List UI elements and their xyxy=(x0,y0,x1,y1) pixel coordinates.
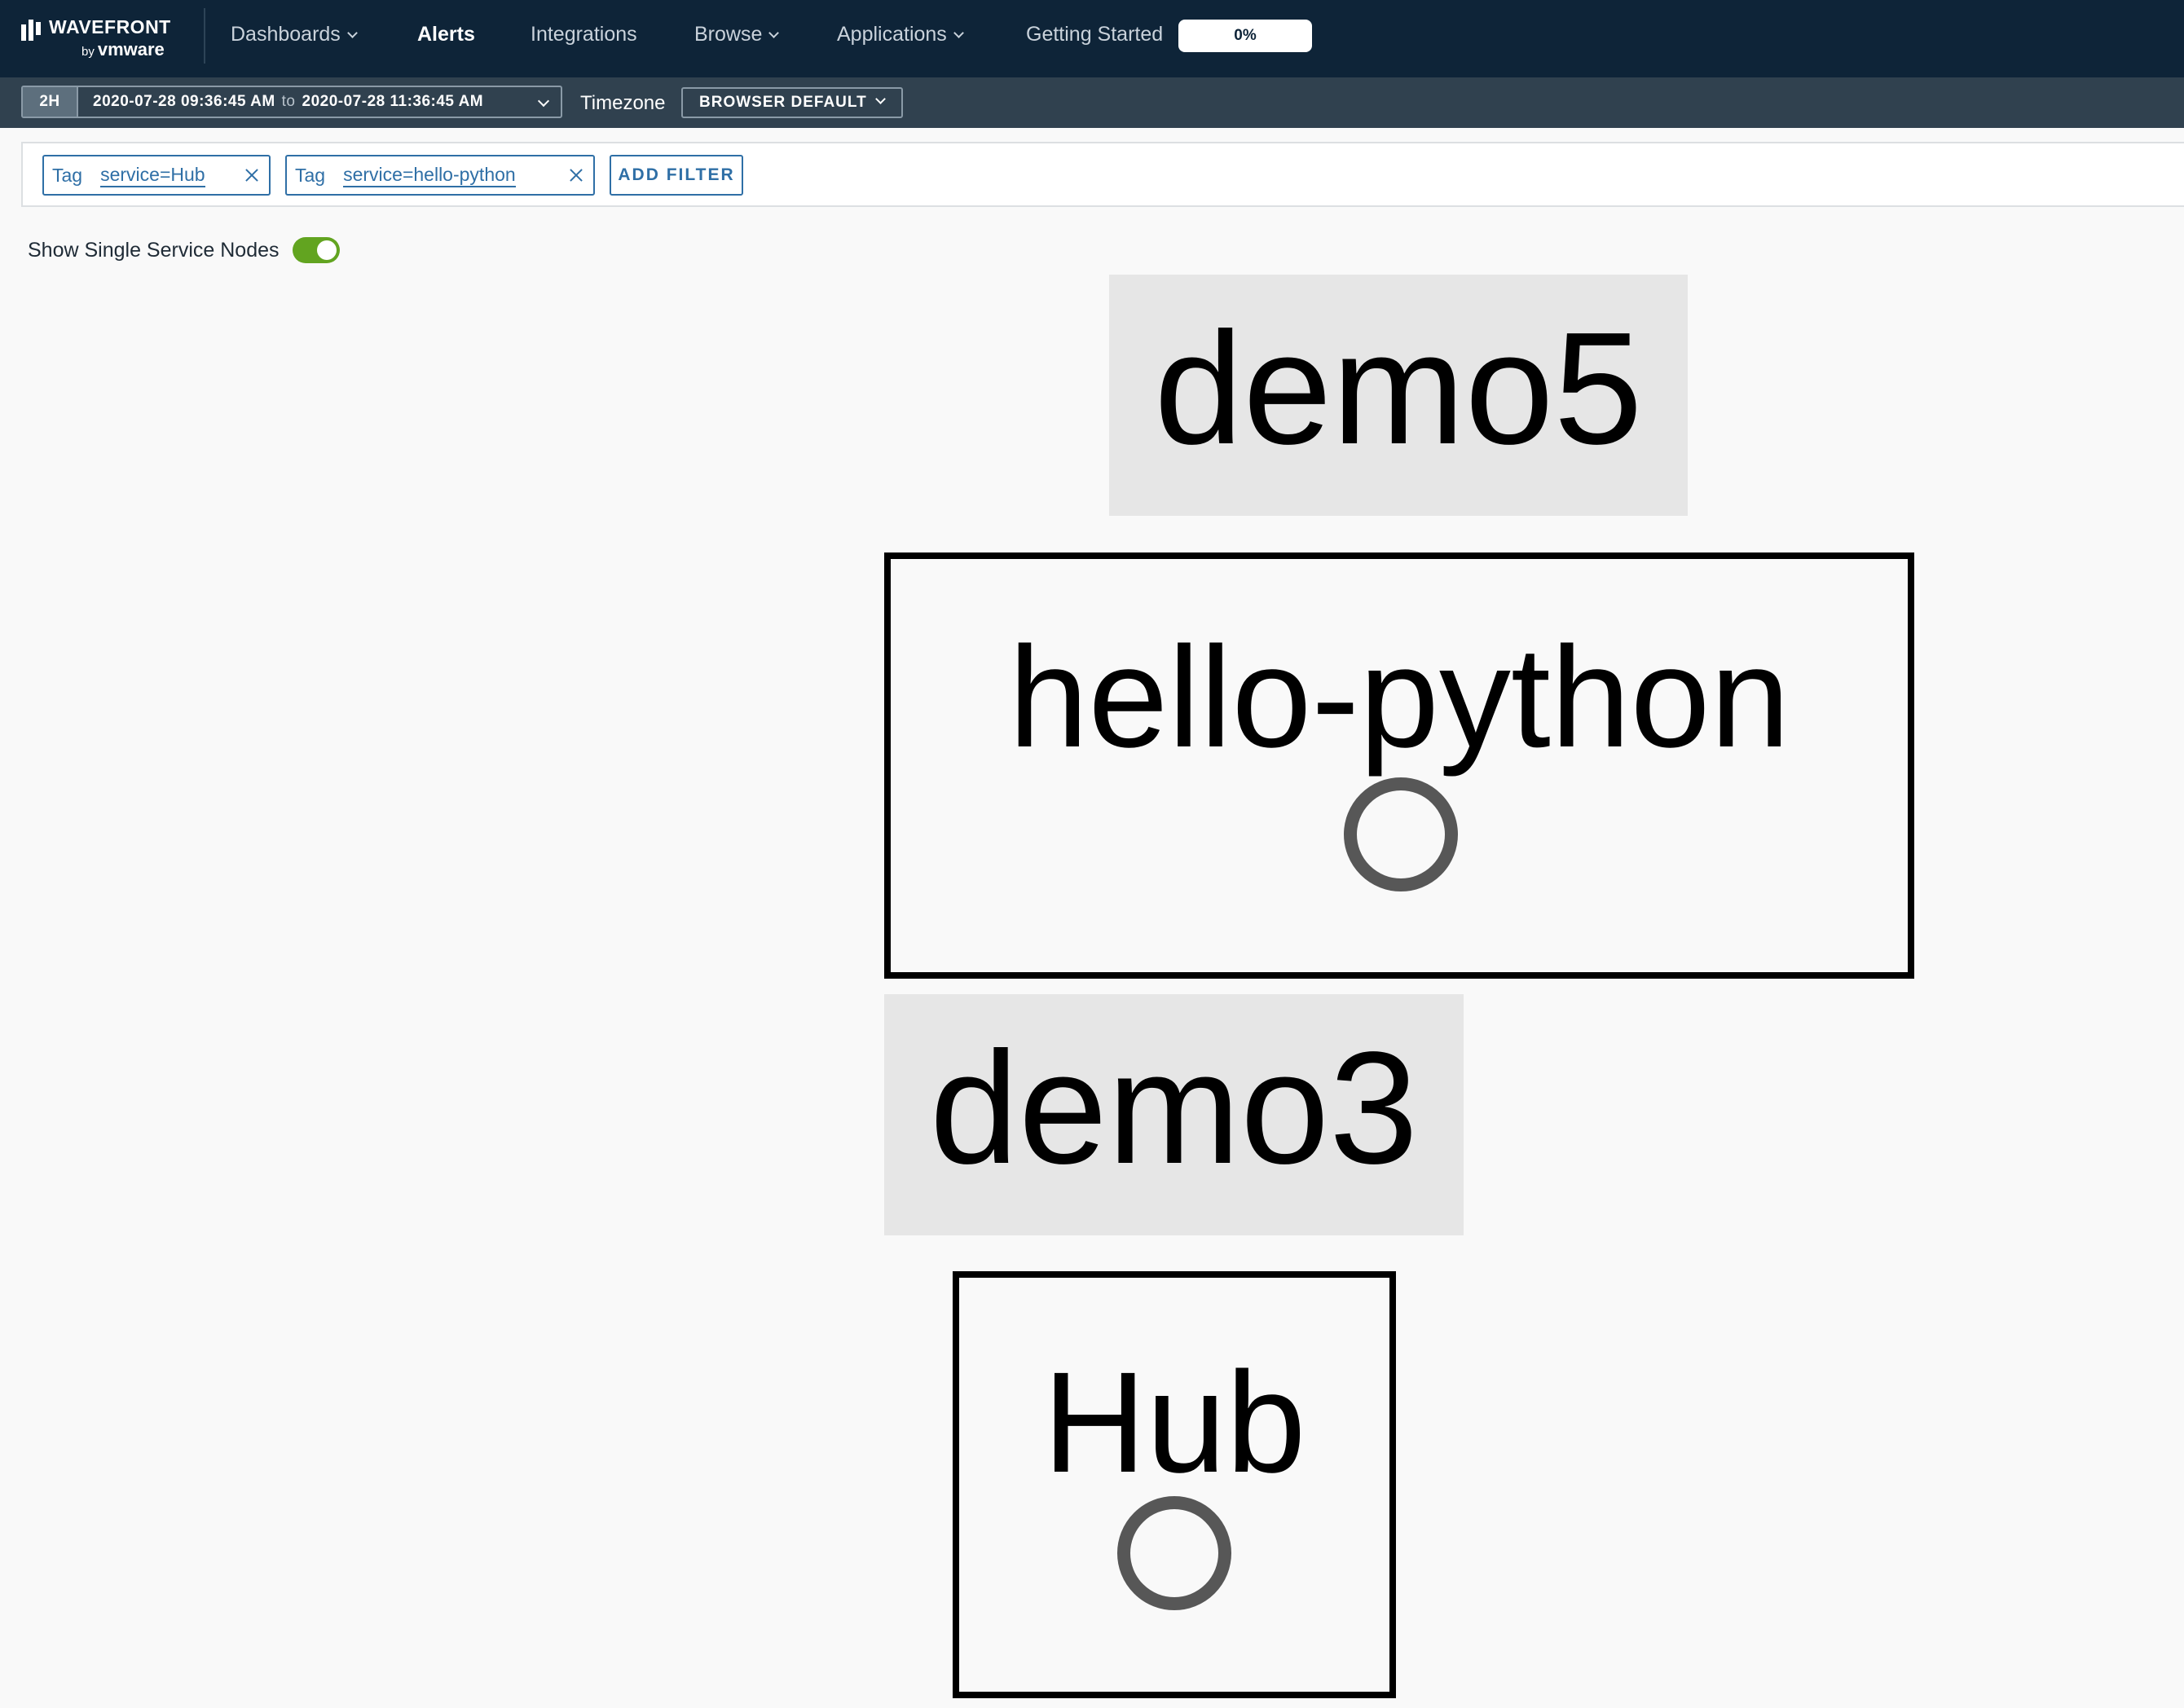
chevron-down-icon xyxy=(537,95,550,108)
single-service-toggle[interactable] xyxy=(292,237,340,263)
add-filter-button[interactable]: ADD FILTER xyxy=(610,155,743,196)
chevron-down-icon xyxy=(346,28,358,38)
nav-browse[interactable]: Browse xyxy=(694,23,780,46)
toggle-knob xyxy=(316,240,337,260)
nav-alerts[interactable]: Alerts xyxy=(417,23,475,46)
service-status-circle-icon xyxy=(1117,1496,1231,1610)
group-demo3[interactable]: demo3 xyxy=(884,994,1464,1235)
filter-bar: Tag service=Hub Tag service=hello-python… xyxy=(21,142,2184,207)
nav-divider xyxy=(204,8,205,64)
single-service-toggle-row: Show Single Service Nodes xyxy=(28,236,340,264)
group-demo5[interactable]: demo5 xyxy=(1109,275,1688,516)
filter-chip[interactable]: Tag service=hello-python xyxy=(285,155,595,196)
service-node-hello-python[interactable]: hello-python xyxy=(884,552,1914,979)
nav-integrations[interactable]: Integrations xyxy=(531,23,637,46)
service-node-hub[interactable]: Hub xyxy=(953,1271,1396,1698)
nav-getting-started[interactable]: Getting Started xyxy=(1026,23,1164,46)
chevron-down-icon xyxy=(874,93,886,104)
service-status-circle-icon xyxy=(1344,777,1458,891)
single-service-label: Show Single Service Nodes xyxy=(28,238,280,262)
group-label: demo3 xyxy=(929,1019,1419,1197)
getting-started-progress[interactable]: 0% xyxy=(1178,20,1312,52)
service-node-label: Hub xyxy=(1042,1343,1306,1503)
wavefront-logo-icon xyxy=(21,20,42,41)
close-icon[interactable] xyxy=(567,166,585,184)
close-icon[interactable] xyxy=(243,166,261,184)
brand-name: WAVEFRONT xyxy=(49,16,171,37)
time-preset[interactable]: 2H xyxy=(23,87,78,117)
chevron-down-icon xyxy=(953,28,964,38)
nav-applications[interactable]: Applications xyxy=(837,23,964,46)
nav-dashboards[interactable]: Dashboards xyxy=(231,23,358,46)
group-label: demo5 xyxy=(1154,299,1643,478)
chevron-down-icon xyxy=(768,28,780,38)
service-node-label: hello-python xyxy=(1008,618,1790,777)
filter-chip[interactable]: Tag service=Hub xyxy=(42,155,271,196)
timezone-select[interactable]: BROWSER DEFAULT xyxy=(681,87,903,118)
timezone-label: Timezone xyxy=(580,92,666,114)
